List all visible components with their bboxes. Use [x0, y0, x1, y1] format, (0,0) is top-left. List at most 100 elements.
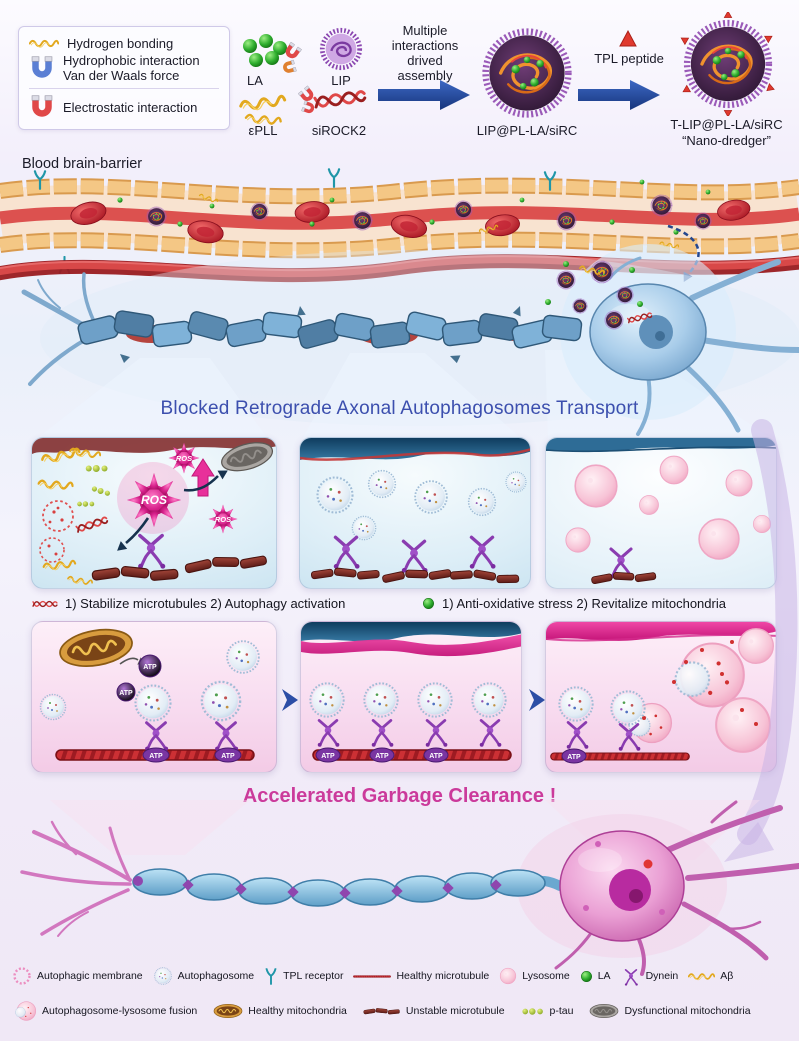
legend-item-fusion: Autophagosome-lysosome fusion: [12, 1000, 197, 1022]
ros-burst: ROS: [168, 442, 200, 474]
interaction-legend: Hydrogen bonding Hydrophobic interaction…: [18, 26, 230, 130]
product2-label: T-LIP@PL-LA/siRC: [670, 117, 783, 132]
magnet-icon: [300, 98, 316, 116]
legend-item-autophagosome: Autophagosome: [153, 966, 254, 986]
atp-on-microtubule: ATP: [369, 747, 395, 763]
abeta-icon: [688, 972, 716, 981]
nanoparticle-t-lip-nano-dredger: [679, 11, 775, 117]
unstable-microtubule-icon: [310, 567, 380, 580]
dynein-motor: [400, 539, 430, 573]
ros-burst-main: ROS: [126, 472, 182, 528]
nucleus: [639, 315, 673, 349]
legend-label: LA: [597, 970, 611, 982]
legend-row-electrostatic: Electrostatic interaction: [29, 94, 219, 120]
legend-label: Lysosome: [522, 970, 570, 982]
autophagosome-walker: [471, 682, 507, 747]
la-label: LA: [247, 73, 263, 88]
autophagosome-icon: [153, 967, 172, 985]
atp-on-microtubule: ATP: [423, 747, 449, 763]
epll-label: εPLL: [248, 123, 278, 138]
autophagosome-walker: [417, 682, 453, 747]
assembly-scheme-art: [238, 0, 799, 128]
flow-arrow-1: [282, 689, 298, 711]
autophagosome-icon: [39, 693, 67, 721]
legend-item-dynein: Dynein: [621, 967, 679, 986]
caption-right-text: 1) Anti-oxidative stress 2) Revitalize m…: [442, 596, 726, 611]
dynein-icon: [623, 968, 639, 986]
axon-debris: [120, 306, 521, 364]
la-dots: [117, 179, 711, 235]
autophagosome-walker: [363, 682, 399, 747]
dynein-motor: [332, 535, 362, 569]
ros-label: ROS: [176, 454, 192, 463]
legend-row-hydrogen: Hydrogen bonding: [29, 36, 219, 51]
legend-label: Aβ: [720, 970, 734, 982]
ros-label: ROS: [215, 515, 231, 524]
la-dots: [545, 261, 643, 307]
autophagosome-icon: [226, 640, 260, 674]
nucleus: [609, 869, 651, 911]
legend-label: Autophagosome: [177, 970, 255, 982]
assembly-arrow-2: [578, 80, 660, 110]
la-icon: [423, 598, 434, 609]
legend-item-healthy-mitochondria: Healthy mitochondria: [213, 1003, 347, 1019]
legend-label: p-tau: [549, 1005, 574, 1017]
legend-label: Electrostatic interaction: [63, 99, 198, 115]
magnet-icon: [296, 83, 317, 104]
unstable-microtubule-icon: [91, 565, 179, 582]
tpl-receptor-icon: [327, 168, 341, 188]
bottom-legend-row-2: Autophagosome-lysosome fusion Healthy mi…: [12, 1000, 751, 1022]
dendrites-terminal: [20, 820, 132, 937]
unstable-microtubule-icon: [363, 1007, 400, 1015]
sirock2-helix: [313, 89, 367, 110]
dysfunctional-mitochondria-icon: [589, 1003, 619, 1019]
legend-label: Dynein: [645, 970, 679, 982]
legend-label: Unstable microtubule: [405, 1005, 505, 1017]
autophagosomes: [316, 469, 527, 541]
tpl-receptor-icon: [265, 967, 277, 985]
atp-on-microtubule: ATP: [561, 748, 587, 764]
lysosome-icon: [500, 967, 517, 985]
unstable-microtubule-icon: [183, 552, 268, 575]
legend-label: TPL receptor: [283, 970, 344, 982]
flow-arrow-2: [529, 689, 545, 711]
atp-label: ATP: [429, 753, 443, 760]
bottom-legend-row-1: Autophagic membrane Autophagosome TPL re…: [12, 966, 733, 986]
legend-label: Healthy mitochondria: [248, 1005, 347, 1017]
la-cluster: [243, 34, 287, 67]
lip-liposome: [322, 30, 359, 67]
legend-label: Autophagosome-lysosome fusion: [42, 1005, 198, 1017]
magnet-icon: [281, 58, 298, 76]
atp-molecule: ATP: [116, 682, 136, 702]
atp-label: ATP: [321, 753, 335, 760]
healthy-mitochondria-icon: [213, 1003, 243, 1019]
la-icon: [580, 970, 592, 982]
legend-item-unstable-microtubule: Unstable microtubule: [363, 1005, 505, 1017]
legend-item-healthy-microtubule: Healthy microtubule: [353, 970, 489, 982]
autophagosome-walker: [610, 690, 646, 751]
atp-label: ATP: [149, 753, 163, 760]
atp-label: ATP: [143, 664, 157, 671]
magnet-icon: [284, 42, 301, 59]
treatment-headline: Accelerated Garbage Clearance !: [242, 785, 557, 807]
caption-left: 1) Stabilize microtubules 2) Autophagy a…: [32, 596, 345, 611]
autophagic-membrane-icon: [13, 967, 31, 985]
lip-label: LIP: [331, 73, 351, 88]
caption-left-text: 1) Stabilize microtubules 2) Autophagy a…: [65, 596, 346, 611]
legend-item-p-tau: p-tau: [521, 1005, 574, 1017]
disease-headline: Blocked Retrograde Axonal Autophagosomes…: [160, 398, 639, 419]
atp-on-microtubule: ATP: [214, 747, 242, 763]
sirna-polyplexes: [39, 500, 109, 563]
sirock2-label: siROCK2: [311, 123, 367, 138]
healthy-microtubule-icon: [312, 749, 512, 761]
dendrites-soma: [554, 800, 799, 976]
atp-label: ATP: [119, 690, 133, 697]
product2-sublabel: “Nano-dredger”: [682, 133, 771, 148]
granule: [643, 859, 653, 869]
panel-retrograde-transport: ATP ATP ATP: [300, 621, 522, 773]
unstable-microtubule-icon: [381, 566, 452, 584]
assembly-arrow-1: [378, 80, 470, 110]
autophagosome-lysosome-fusion-icon: [15, 1001, 37, 1021]
atp-label: ATP: [375, 753, 389, 760]
panel-autophagy-activation: ATP ATP ATP ATP: [31, 621, 277, 773]
